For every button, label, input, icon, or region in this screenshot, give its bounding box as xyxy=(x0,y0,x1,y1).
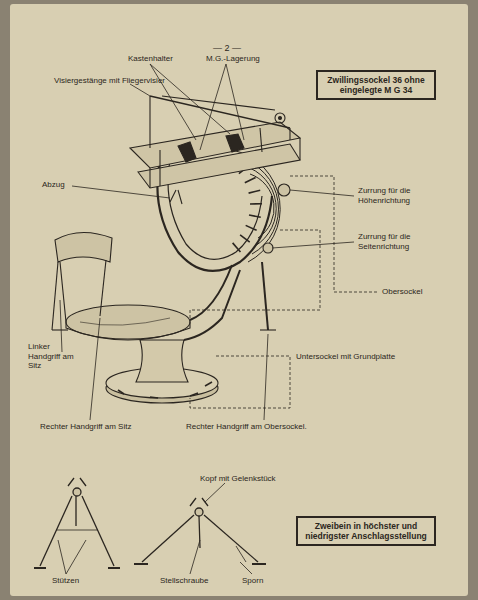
boxed-caption: Zweibein in höchster und niedrigster Ans… xyxy=(296,516,436,546)
page-number: — 2 — xyxy=(213,44,241,54)
part-label: M.G.-Lagerung xyxy=(206,54,260,64)
part-label: Zurrung für die Seitenrichtung xyxy=(358,232,448,251)
part-label: Untersockel mit Grundplatte xyxy=(296,352,395,362)
part-label: Stellschraube xyxy=(160,576,208,586)
part-label: Sporn xyxy=(242,576,263,586)
boxed-caption: Zwillingssockel 36 ohne eingelegte M G 3… xyxy=(316,70,436,100)
part-label: Stützen xyxy=(52,576,79,586)
part-label: Rechter Handgriff am Sitz xyxy=(40,422,131,432)
part-label: Kopf mit Gelenkstück xyxy=(200,474,276,484)
part-label: Rechter Handgriff am Obersockel. xyxy=(186,422,307,432)
part-label: Linker Handgriff am Sitz xyxy=(28,342,80,371)
part-label: Obersockel xyxy=(382,287,422,297)
caption-text: Zweibein in höchster und niedrigster Ans… xyxy=(303,521,429,541)
part-label: Visiergestänge mit Fliegervisier xyxy=(54,76,165,86)
part-label: Zurrung für die Höhenrichtung xyxy=(358,186,448,205)
part-label: Kastenhalter xyxy=(128,54,173,64)
part-label: Abzug xyxy=(42,180,65,190)
caption-text: Zwillingssockel 36 ohne eingelegte M G 3… xyxy=(323,75,429,95)
